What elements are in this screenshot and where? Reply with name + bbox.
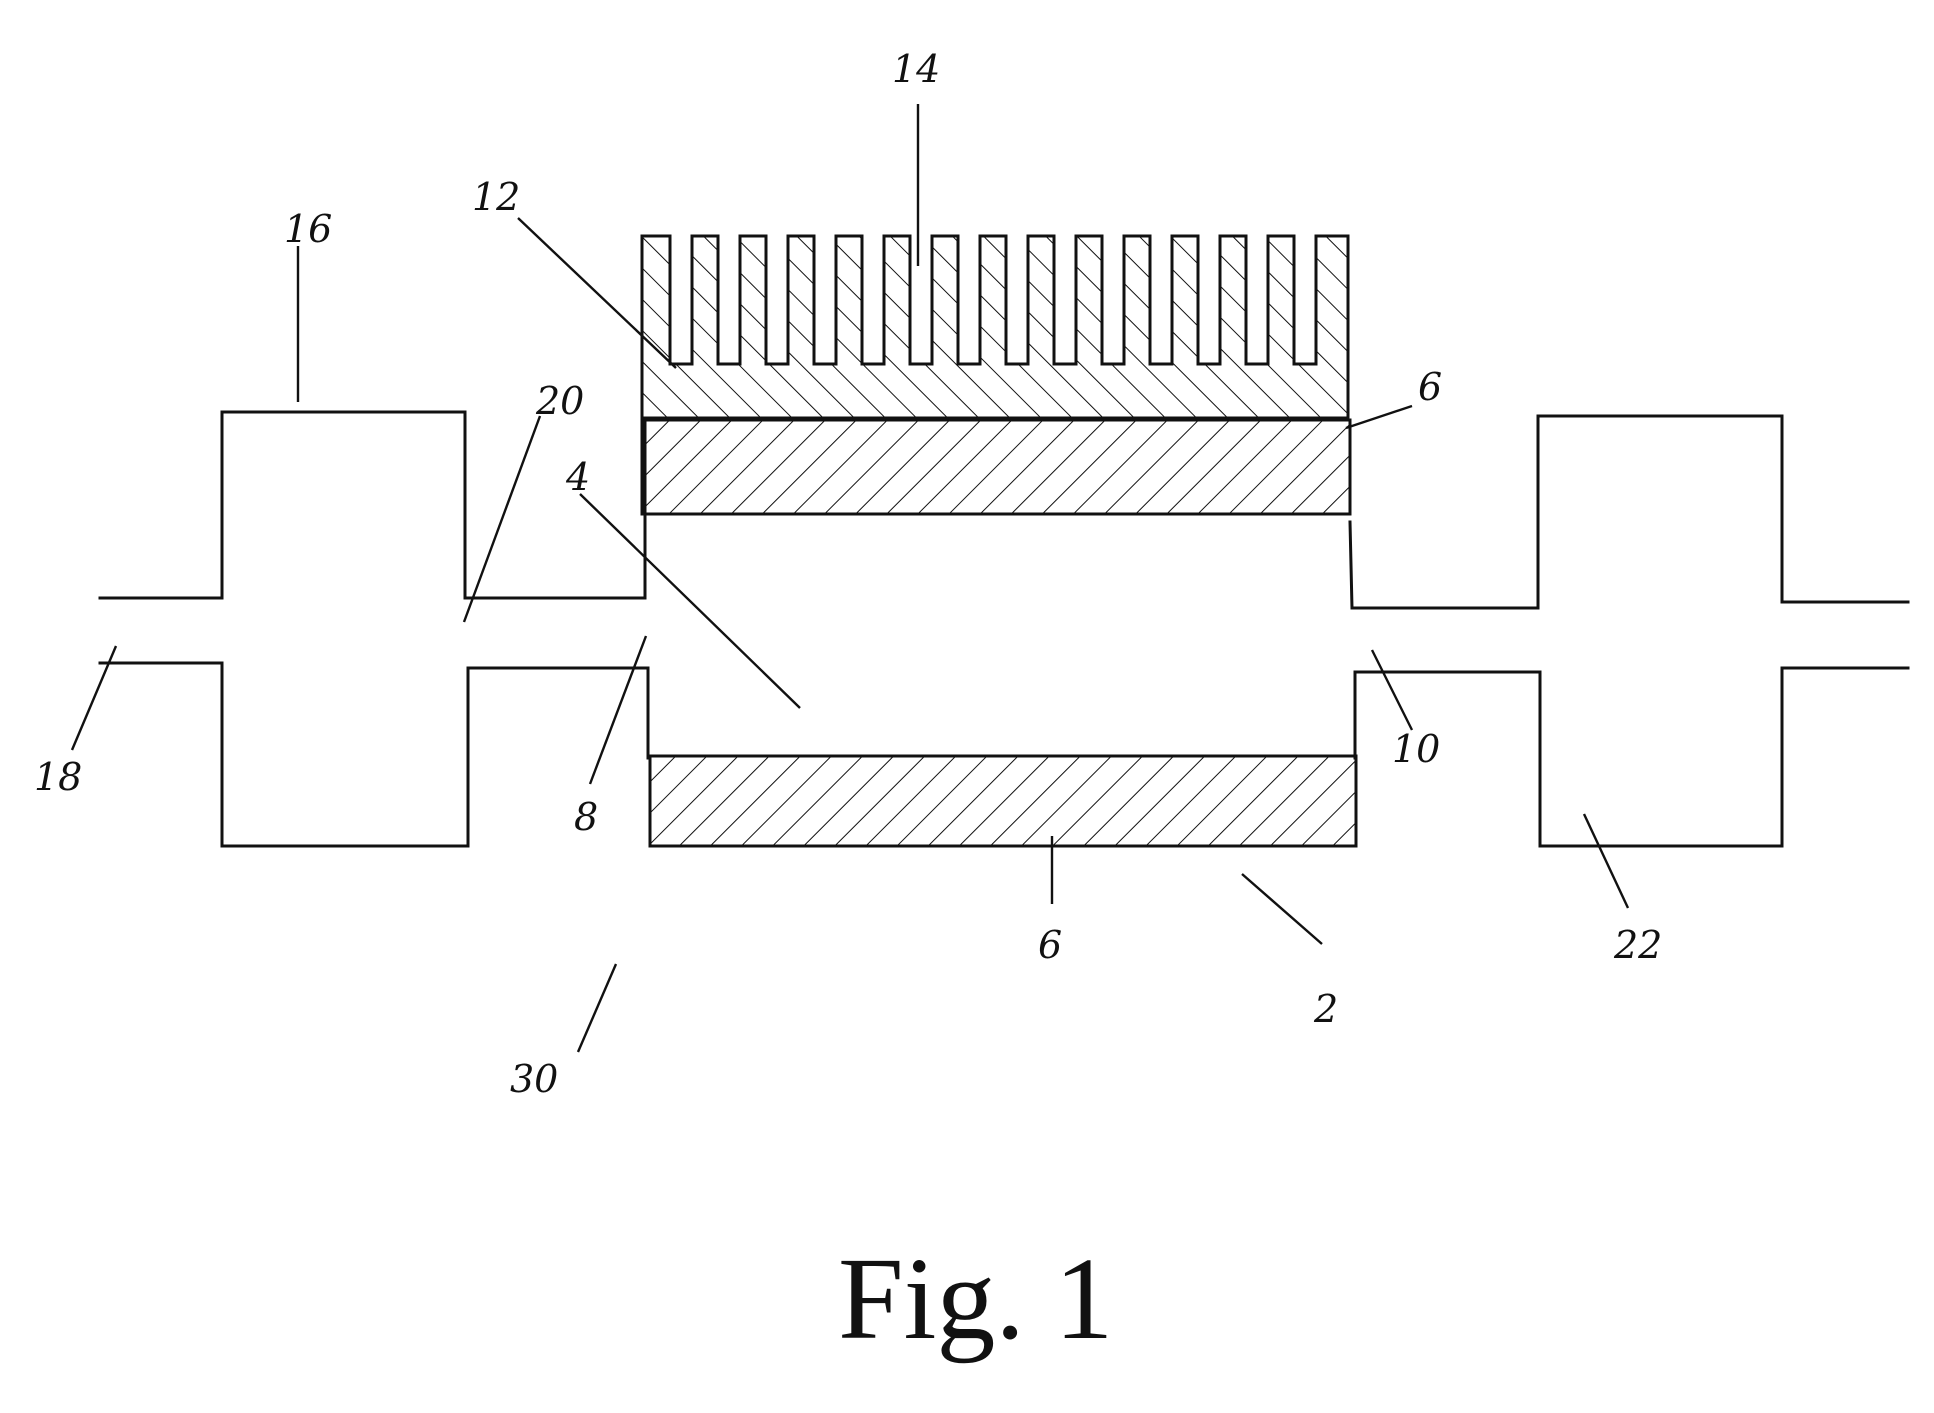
label-6-top: 6 — [1418, 365, 1442, 409]
label-8: 8 — [574, 795, 598, 839]
label-18: 18 — [34, 755, 82, 799]
label-22: 22 — [1613, 923, 1662, 967]
label-16: 16 — [284, 207, 332, 251]
label-2: 2 — [1313, 987, 1338, 1031]
top-layer-6 — [642, 420, 1350, 514]
right-chamber-22 — [1350, 416, 1908, 846]
label-30: 30 — [510, 1057, 558, 1101]
figure-caption: Fig. 1 — [838, 1233, 1113, 1364]
label-10: 10 — [1392, 727, 1440, 771]
label-20: 20 — [535, 379, 584, 423]
bottom-layer-6 — [650, 756, 1356, 846]
label-6-bottom: 6 — [1038, 923, 1062, 967]
heat-sink-12 — [642, 236, 1348, 418]
label-4: 4 — [565, 455, 590, 499]
label-12: 12 — [472, 175, 520, 219]
heat-sink-fins-14 — [642, 236, 1348, 418]
label-14: 14 — [892, 47, 940, 91]
